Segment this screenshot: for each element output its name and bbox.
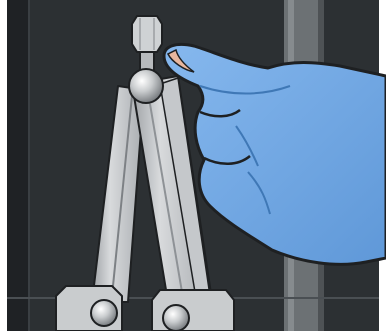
background-left-band <box>7 0 29 331</box>
left-foot-pivot <box>91 300 117 326</box>
hex-nut <box>132 16 162 52</box>
top-pivot-ball <box>129 69 163 103</box>
right-foot-pivot <box>163 305 189 331</box>
